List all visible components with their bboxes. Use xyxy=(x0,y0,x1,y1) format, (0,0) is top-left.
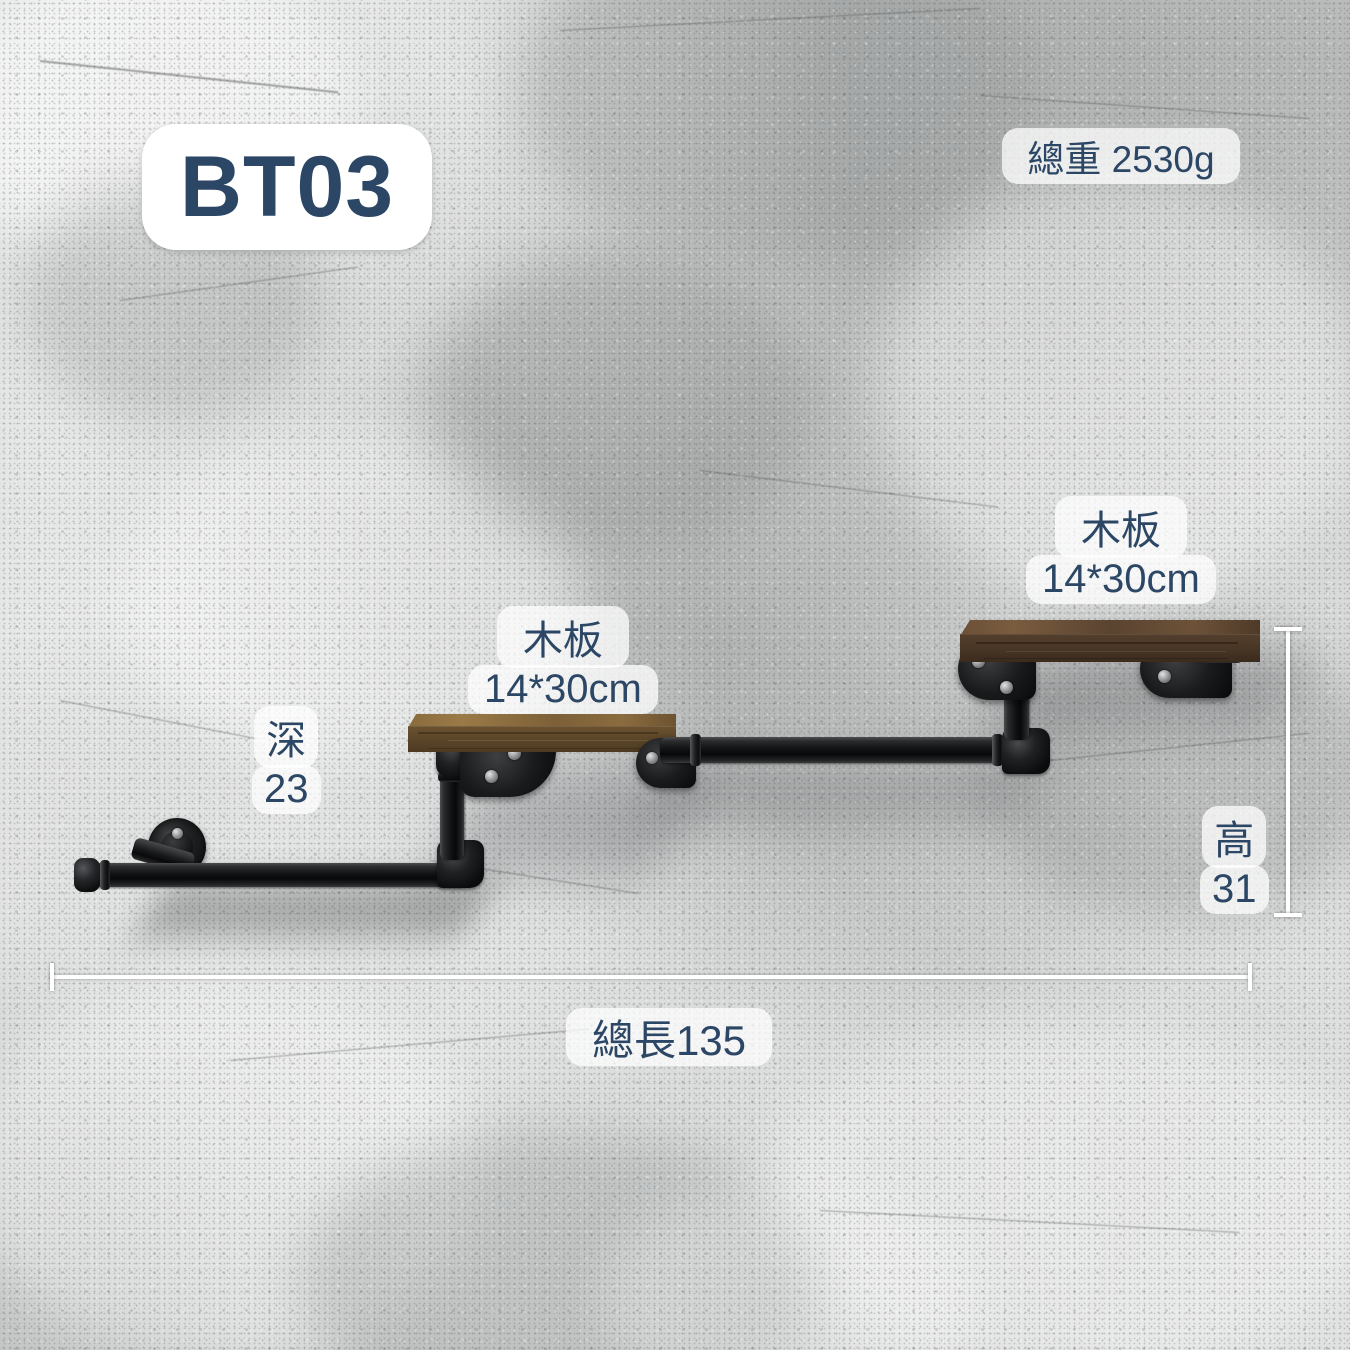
wall-smudge xyxy=(0,980,480,1350)
dimension-cap-top xyxy=(1274,627,1302,631)
wood-plank-upper xyxy=(960,620,1260,662)
bracket-screw xyxy=(1000,681,1013,694)
pipe-horizontal-lower xyxy=(78,863,468,887)
pipe-collar xyxy=(100,860,110,890)
wall-smudge xyxy=(430,250,810,550)
wood-grain xyxy=(428,748,653,750)
bracket-screw xyxy=(485,770,498,783)
model-badge: BT03 xyxy=(142,124,432,250)
upper-plank-label: 木板 14*30cm xyxy=(1026,496,1216,604)
wall-smudge xyxy=(760,1020,1350,1350)
wood-grain xyxy=(984,658,1228,660)
pipe-collar xyxy=(992,734,1003,766)
wood-grain xyxy=(976,642,1238,644)
dimension-line-total-length xyxy=(50,975,1252,979)
dimension-cap-left xyxy=(50,963,54,991)
total-length-text: 總長135 xyxy=(591,1016,747,1064)
wood-grain xyxy=(1006,651,1226,653)
total-weight-label: 總重 2530g xyxy=(1002,128,1240,184)
product-shadow xyxy=(649,770,1041,818)
total-weight-text: 總重 2530g xyxy=(1027,139,1215,180)
pipe-end-cap xyxy=(74,858,100,892)
pipe-horizontal-middle xyxy=(660,737,1032,763)
wood-grain xyxy=(418,732,658,734)
middle-plank-label-line1: 木板 xyxy=(496,606,629,668)
bracket-screw xyxy=(1158,670,1171,683)
middle-plank-label-line2: 14*30cm xyxy=(468,665,658,714)
upper-plank-label-line1: 木板 xyxy=(1054,496,1187,558)
wood-grain xyxy=(448,740,648,742)
plank-top-surface xyxy=(960,620,1260,636)
plank-front-edge xyxy=(960,634,1260,662)
wood-plank-middle xyxy=(408,714,676,752)
plank-top-surface xyxy=(408,714,676,728)
pipe-collar xyxy=(438,772,466,782)
height-label: 高 31 xyxy=(1200,806,1269,914)
height-label-line2: 31 xyxy=(1200,865,1269,914)
pipe-collar xyxy=(690,734,701,766)
product-shadow xyxy=(134,880,496,938)
dimension-cap-right xyxy=(1248,963,1252,991)
dimension-cap-bottom xyxy=(1274,913,1302,917)
model-badge-text: BT03 xyxy=(179,138,395,235)
wall-smudge xyxy=(520,0,1040,260)
dimension-line-height xyxy=(1286,627,1290,917)
depth-label: 深 23 xyxy=(252,706,321,814)
upper-plank-label-line2: 14*30cm xyxy=(1026,555,1216,604)
total-length-label: 總長135 xyxy=(566,1008,772,1066)
height-label-line1: 高 xyxy=(1202,806,1267,868)
plank-front-edge xyxy=(408,726,676,752)
depth-label-line1: 深 xyxy=(254,706,319,768)
bracket-screw xyxy=(646,752,658,764)
flange-screw xyxy=(172,828,183,839)
middle-plank-label: 木板 14*30cm xyxy=(468,606,658,714)
depth-label-line2: 23 xyxy=(252,765,321,814)
